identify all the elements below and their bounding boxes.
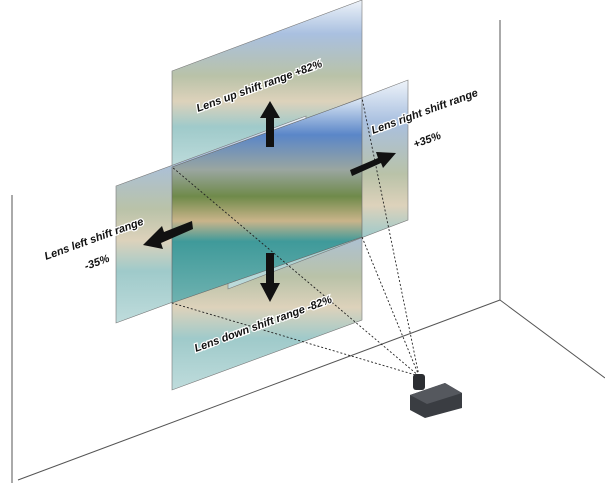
arrow-up-icon bbox=[260, 101, 280, 147]
shift-arrows bbox=[143, 101, 396, 302]
center-projected-image bbox=[171, 97, 363, 304]
projection-lines bbox=[171, 97, 420, 377]
floor-wall-edge bbox=[17, 299, 501, 481]
floor-right-edge bbox=[499, 299, 605, 379]
projector bbox=[410, 374, 462, 418]
label-left-value: -35% bbox=[83, 253, 111, 273]
projector-lens bbox=[413, 374, 425, 390]
arrow-right-icon bbox=[350, 152, 396, 176]
arrow-down-icon bbox=[260, 253, 280, 302]
label-right-value: +35% bbox=[412, 130, 443, 151]
room-outline bbox=[11, 20, 605, 483]
arrow-left-icon bbox=[143, 221, 193, 249]
